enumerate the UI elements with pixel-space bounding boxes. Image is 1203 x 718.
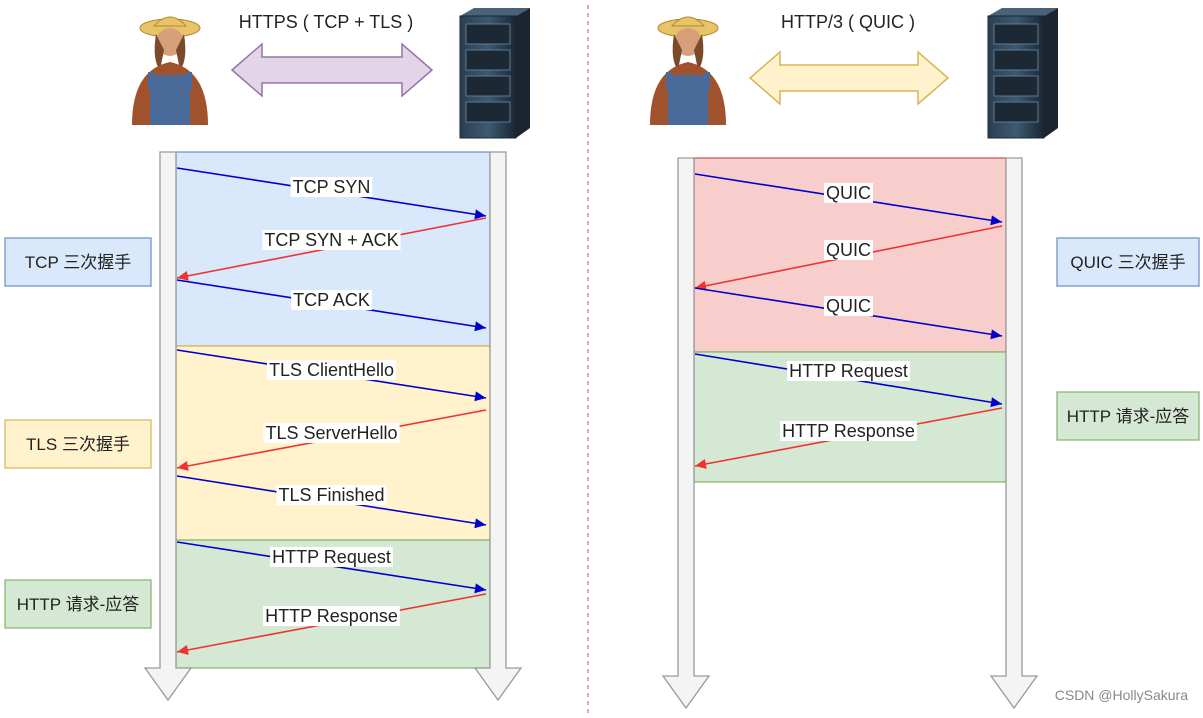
right-title: HTTP/3 ( QUIC )	[781, 12, 915, 32]
left-messages: TCP SYN TCP SYN + ACK TCP ACK TLS ClientHel…	[176, 167, 487, 655]
left-message-arrowhead	[177, 270, 189, 281]
http-exchange-label-box	[4, 579, 152, 629]
left-message-label-bg	[291, 290, 372, 310]
right-message-label-bg	[824, 296, 874, 316]
right-message-label-bg	[780, 421, 917, 441]
watermark: CSDN @HollySakura	[1055, 687, 1188, 703]
server-timeline	[989, 157, 1039, 710]
left-message-label-bg	[290, 177, 373, 197]
left-message-label: HTTP Request	[272, 547, 391, 567]
http-exchange-label: HTTP 请求-应答	[17, 595, 139, 614]
server-rack-icon	[987, 8, 1058, 139]
right-message-label: QUIC	[826, 183, 871, 203]
left-message-label: TCP ACK	[293, 290, 370, 310]
server-timeline	[473, 151, 523, 702]
left-message-label-bg	[262, 230, 401, 250]
left-message-label: TLS Finished	[278, 485, 384, 505]
left-message-label: TCP SYN	[293, 177, 371, 197]
right-message-arrowhead	[990, 215, 1002, 226]
farmer-client-icon	[132, 16, 208, 125]
tls-handshake-label-box	[4, 419, 152, 469]
left-message-label: TLS ClientHello	[269, 360, 394, 380]
right-message-label: QUIC	[826, 296, 871, 316]
right-message-label: HTTP Request	[789, 361, 908, 381]
left-message-label-bg	[263, 606, 400, 626]
left-message-arrowhead	[177, 461, 189, 471]
right-message-label-bg	[824, 240, 874, 260]
right-message-label-bg	[787, 361, 910, 381]
farmer-client-icon	[650, 16, 726, 125]
tcp-handshake-label-box	[4, 237, 152, 287]
client-timeline	[661, 157, 711, 710]
left-message-arrowhead	[474, 391, 486, 402]
left-message-arrowhead	[474, 583, 486, 594]
right-message-arrowhead	[990, 329, 1002, 340]
right-message-arrowhead	[695, 459, 707, 469]
left-message-arrowhead	[177, 645, 189, 655]
left-message-label-bg	[270, 547, 393, 567]
left-message-label: TCP SYN + ACK	[264, 230, 398, 250]
http-exchange-label: HTTP 请求-应答	[1067, 407, 1189, 426]
left-message-arrowhead	[474, 209, 486, 220]
left-message-label-bg	[263, 423, 400, 443]
quic-handshake-label: QUIC 三次握手	[1070, 253, 1185, 272]
left-message-arrowhead	[474, 518, 486, 529]
right-message-arrowhead	[990, 397, 1002, 408]
left-message-label-bg	[276, 485, 387, 505]
left-message-label: TLS ServerHello	[265, 423, 397, 443]
server-rack-icon	[459, 8, 530, 139]
tls-handshake-label: TLS 三次握手	[26, 435, 130, 454]
tcp-handshake-label: TCP 三次握手	[25, 253, 131, 272]
left-title: HTTPS ( TCP + TLS )	[239, 12, 414, 32]
double-arrow-connection	[230, 42, 434, 98]
client-timeline	[143, 151, 193, 702]
double-arrow-connection	[748, 50, 950, 106]
left-message-label-bg	[266, 360, 397, 380]
http-exchange-label-box	[1056, 391, 1200, 441]
left-diagram: HTTPS ( TCP + TLS ) TCP 三次握手 TLS 三次握手 HT…	[4, 8, 530, 702]
left-message-label: HTTP Response	[265, 606, 398, 626]
left-message-arrowhead	[474, 321, 486, 332]
right-message-label: QUIC	[826, 240, 871, 260]
right-diagram: HTTP/3 ( QUIC ) QUIC 三次握手 HTTP 请求-应答 QUI…	[650, 8, 1200, 710]
quic-handshake-label-box	[1056, 237, 1200, 287]
right-message-label-bg	[824, 183, 874, 203]
right-message-label: HTTP Response	[782, 421, 915, 441]
